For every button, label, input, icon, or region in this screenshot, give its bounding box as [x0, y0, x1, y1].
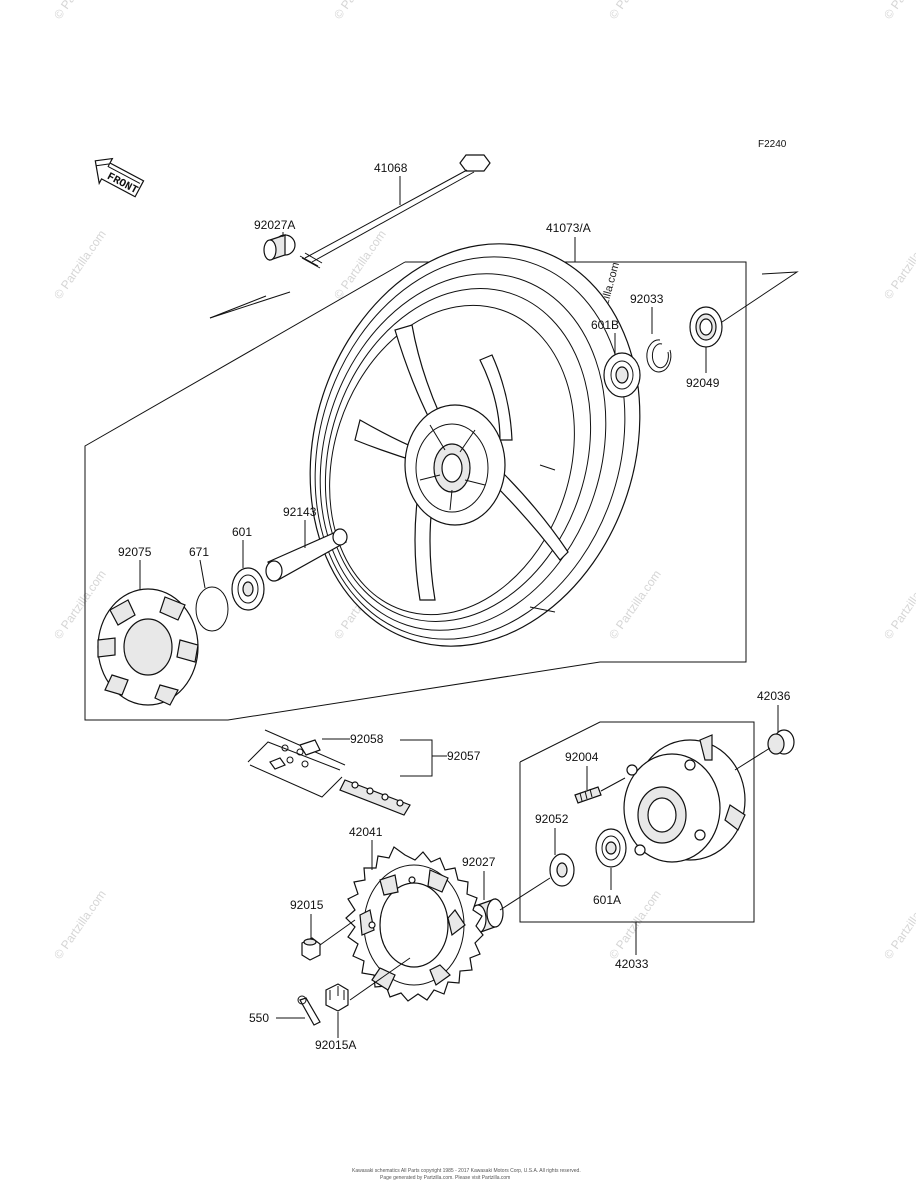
copyright-line-1: Kawasaki schematics All Parts copyright … [352, 1168, 581, 1174]
label-601: 601 [232, 525, 252, 539]
label-92015a: 92015A [315, 1038, 356, 1052]
bearing-601b [603, 352, 641, 398]
hub-box [519, 721, 755, 923]
label-41073a: 41073/A [546, 221, 591, 235]
collar-92052 [549, 853, 575, 887]
label-92049: 92049 [686, 376, 720, 390]
label-92033: 92033 [630, 292, 664, 306]
seal-92049 [689, 306, 723, 348]
watermark: © Partzilla.com [51, 227, 109, 301]
cotter-pin-550 [297, 995, 321, 1026]
wheel-box [84, 261, 747, 721]
stud-92004 [574, 786, 602, 804]
bearing-601 [231, 567, 265, 611]
o-ring-671 [195, 586, 229, 632]
label-41068: 41068 [374, 161, 408, 175]
figure-code: F2240 [758, 139, 787, 150]
label-92027: 92027 [462, 855, 496, 869]
label-92058: 92058 [350, 732, 384, 746]
sprocket-coupling [623, 734, 746, 863]
label-42036: 42036 [757, 689, 791, 703]
label-92004: 92004 [565, 750, 599, 764]
spacer-92143 [265, 528, 348, 582]
front-arrow: FRONT [94, 157, 145, 198]
watermark: © Partzilla.com [881, 0, 916, 22]
rear-sprocket [345, 846, 484, 1002]
watermark: © Partzilla.com [331, 0, 389, 22]
watermark: © Partzilla.com [331, 227, 389, 301]
label-92027a: 92027A [254, 218, 295, 232]
copyright-line-2: Page generated by Partzilla.com. Please … [380, 1175, 510, 1181]
label-42041: 42041 [349, 825, 383, 839]
bearing-601a [595, 828, 627, 868]
watermark: © Partzilla.com [881, 227, 916, 301]
nut-92015 [301, 937, 321, 961]
watermark: © Partzilla.com [51, 0, 109, 22]
circlip-92033 [646, 339, 672, 373]
damper-92075 [97, 588, 199, 706]
label-92052: 92052 [535, 812, 569, 826]
label-550: 550 [249, 1011, 269, 1025]
label-671: 671 [189, 545, 209, 559]
label-42033: 42033 [615, 957, 649, 971]
label-92057: 92057 [447, 749, 481, 763]
wheel-rim [309, 243, 641, 647]
watermark: © Partzilla.com [881, 887, 916, 961]
axle-collar [263, 232, 296, 261]
collar-42036 [767, 729, 795, 755]
label-601a: 601A [593, 893, 621, 907]
axle [299, 154, 491, 269]
nut-92015a [325, 983, 349, 1012]
label-92015: 92015 [290, 898, 324, 912]
chain [247, 729, 411, 816]
label-601b: 601B [591, 318, 619, 332]
watermark: © Partzilla.com [881, 567, 916, 641]
label-92075: 92075 [118, 545, 152, 559]
label-92143: 92143 [283, 505, 317, 519]
watermark: © Partzilla.com [606, 0, 664, 22]
watermark: © Partzilla.com [606, 567, 664, 641]
watermark: © Partzilla.com [51, 887, 109, 961]
